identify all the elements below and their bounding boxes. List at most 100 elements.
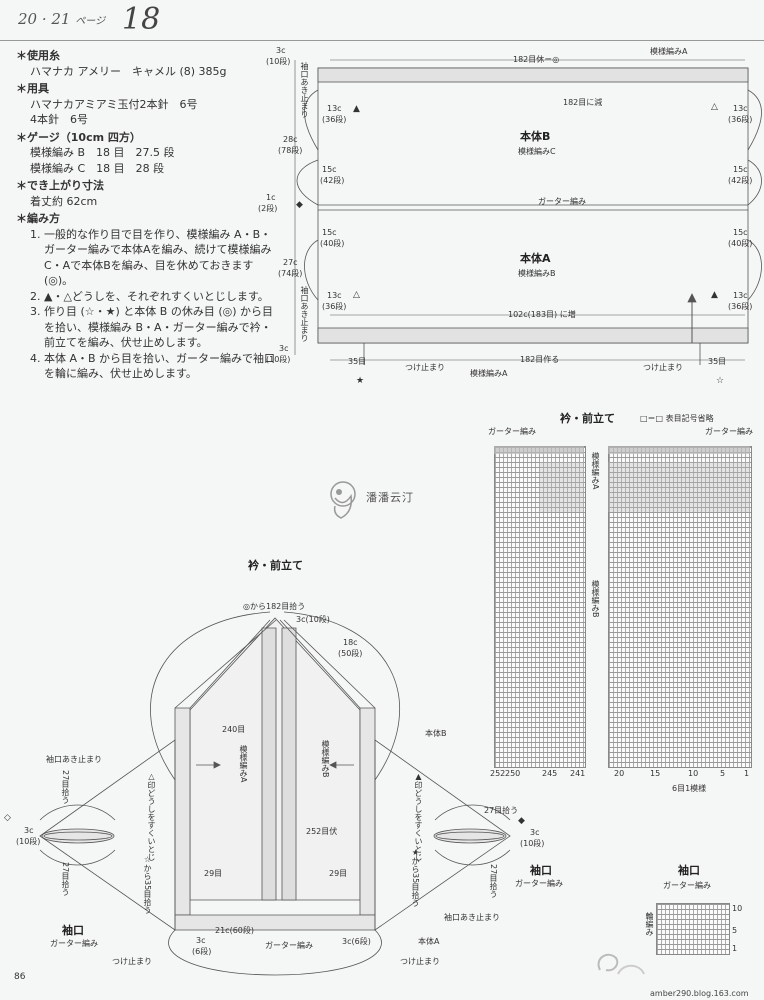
- page-number: 86: [14, 972, 26, 982]
- dim-3c-left: 3c: [196, 936, 206, 945]
- from-black-star: ★から35目拾う: [411, 848, 420, 908]
- collar-pattern-a-block: [540, 462, 584, 512]
- dim-36r-right-top: (36段): [728, 115, 753, 124]
- black-diamond-marker: ◆: [296, 200, 303, 210]
- collar-tick-15: 15: [650, 769, 661, 778]
- cuff-tick-1: 1: [732, 944, 738, 953]
- collar-garter-band-left: [494, 446, 584, 454]
- collar-tick-20: 20: [614, 769, 625, 778]
- size-heading: ＊でき上がり寸法: [16, 179, 104, 192]
- dim-10r-bot: (10段): [266, 355, 291, 364]
- join-left-label: つけ止まり: [405, 363, 445, 372]
- cuff-left-title: 袖口: [62, 924, 84, 937]
- dim-1c: 1c: [266, 193, 276, 202]
- body-a-title: 本体A: [520, 252, 551, 265]
- dim-15c-right-bot: 15c: [733, 228, 748, 237]
- method-heading: ＊編み方: [16, 212, 60, 225]
- right-3c: 3c: [530, 828, 540, 837]
- cuff-tick-10: 10: [732, 904, 743, 913]
- collar-garter-right: ガーター編み: [705, 427, 753, 436]
- assembly-pattern-a: 模様編みA: [239, 745, 248, 783]
- collar-tick-10: 10: [688, 769, 699, 778]
- collar-grid-right: [608, 446, 752, 768]
- decrease-label: 182目に減: [563, 98, 603, 107]
- assembly-join-right: つけ止まり: [400, 957, 440, 966]
- dim-18c: 18c: [343, 638, 358, 647]
- page-reference: 20 · 21 ページ: [18, 10, 106, 28]
- right-black-diamond: ◆: [518, 816, 525, 826]
- top-pattern-a-label: 模様編みA: [650, 47, 688, 56]
- cuff-tick-5: 5: [732, 926, 738, 935]
- dim-21c: 21c(60段): [215, 926, 254, 935]
- dim-50r: (50段): [338, 649, 363, 658]
- left-27-top: 27目拾う: [61, 770, 70, 805]
- white-triangle-join: △印どうしをすくいとじ: [147, 772, 156, 861]
- source-url: amber290.blog.163.com: [650, 989, 749, 998]
- assembly-join-left: つけ止まり: [112, 957, 152, 966]
- dim-42r-right: (42段): [728, 176, 753, 185]
- dim-42r-left: (42段): [320, 176, 345, 185]
- dim-3c-top: 3c: [276, 46, 286, 55]
- assembly-title: 衿・前立て: [248, 559, 303, 572]
- cuff-chart-grid: [656, 903, 730, 955]
- garter-label: ガーター編み: [538, 197, 586, 206]
- collar-tick-252: 252: [490, 769, 506, 778]
- collar-pattern-a-block-right: [608, 462, 750, 512]
- dim-13c-right-bot: 13c: [733, 291, 748, 300]
- collar-garter-left: ガーター編み: [488, 427, 536, 436]
- dim-15c-left-top: 15c: [322, 165, 337, 174]
- dim-36r-left-bot: (36段): [322, 302, 347, 311]
- dim-40r-right: (40段): [728, 239, 753, 248]
- dim-27c: 27c: [283, 258, 298, 267]
- dim-78r: (78段): [278, 146, 303, 155]
- watermark-corner-icon: [597, 953, 645, 975]
- left-10r: (10段): [16, 837, 41, 846]
- method-step-4: 4. 本体 A・B から目を拾い、ガーター編みで袖口を輪に編み、伏せ止めします。: [30, 351, 276, 381]
- dim-6r-left: (6段): [192, 947, 212, 956]
- method-step-3: 3. 作り目 (☆・★) と本体 B の休み目 (◎) から目を拾い、模様編み …: [30, 305, 274, 349]
- tools-needle-1: ハマナカアミアミ玉付2本針 6号: [30, 97, 198, 111]
- collar-tick-245: 245: [542, 769, 558, 778]
- st-29-left: 29目: [204, 869, 223, 878]
- pattern-number: 18: [122, 2, 161, 37]
- collar-chart-legend: □＝□ 表目記号省略: [640, 414, 714, 423]
- st-29-right: 29目: [329, 869, 348, 878]
- collar-repeat-label: 6目1模様: [672, 784, 707, 793]
- right-27-top: 27目拾う: [484, 806, 519, 815]
- method-step-2: 2. ▲・△どうしを、それぞれすくいとじします。: [30, 289, 269, 303]
- dim-15c-right-top: 15c: [733, 165, 748, 174]
- st-240-label: 240目: [222, 725, 246, 734]
- dim-2r: (2段): [258, 204, 278, 213]
- right-sleeve-open: 袖口あき止まり: [444, 913, 500, 922]
- top-stitch-label: 182目休＝◎: [513, 55, 560, 64]
- collar-tick-5: 5: [720, 769, 726, 778]
- collar-pattern-a-label: 模様編みA: [591, 452, 600, 490]
- cuff-right-sub: ガーター編み: [515, 879, 563, 888]
- collar-tick-250: 250: [505, 769, 521, 778]
- sleeve-open-top: 袖口あき止まり: [300, 62, 309, 118]
- dim-13c-right-top: 13c: [733, 104, 748, 113]
- star-black-marker: ★: [356, 376, 365, 386]
- left-white-diamond: ◇: [4, 813, 11, 823]
- method-step-1: 1. 一般的な作り目で目を作り、模様編み A・B・ガーター編みで本体Aを編み、続…: [30, 227, 272, 288]
- bottom-pattern-a-label: 模様編みA: [470, 369, 508, 378]
- collar-tick-1: 1: [744, 769, 750, 778]
- join-right-label: つけ止まり: [643, 363, 683, 372]
- assembly-pattern-b: 模様編みB: [321, 740, 330, 778]
- dim-3c-6r-right: 3c(6段): [342, 937, 371, 946]
- cast-on-label: 182目作る: [520, 355, 560, 364]
- dim-28c: 28c: [283, 135, 298, 144]
- black-triangle-left: ▲: [353, 104, 360, 114]
- cuff-chart-title: 袖口: [678, 864, 700, 877]
- dim-3c-10r: 3c(10段): [296, 615, 330, 624]
- white-triangle-left: △: [353, 290, 360, 300]
- pick-top-label: ◎から182目拾う: [243, 602, 306, 611]
- watermark-text: 潘潘云汀: [366, 491, 414, 504]
- gauge-pattern-b: 模様編み B 18 目 27.5 段: [30, 146, 175, 159]
- dim-36r-left-top: (36段): [322, 115, 347, 124]
- left-27-bot: 27目拾う: [61, 862, 70, 897]
- body-b-title: 本体B: [520, 130, 551, 143]
- left-sleeve-open: 袖口あき止まり: [46, 755, 102, 764]
- right-27-bot: 27目拾う: [489, 864, 498, 899]
